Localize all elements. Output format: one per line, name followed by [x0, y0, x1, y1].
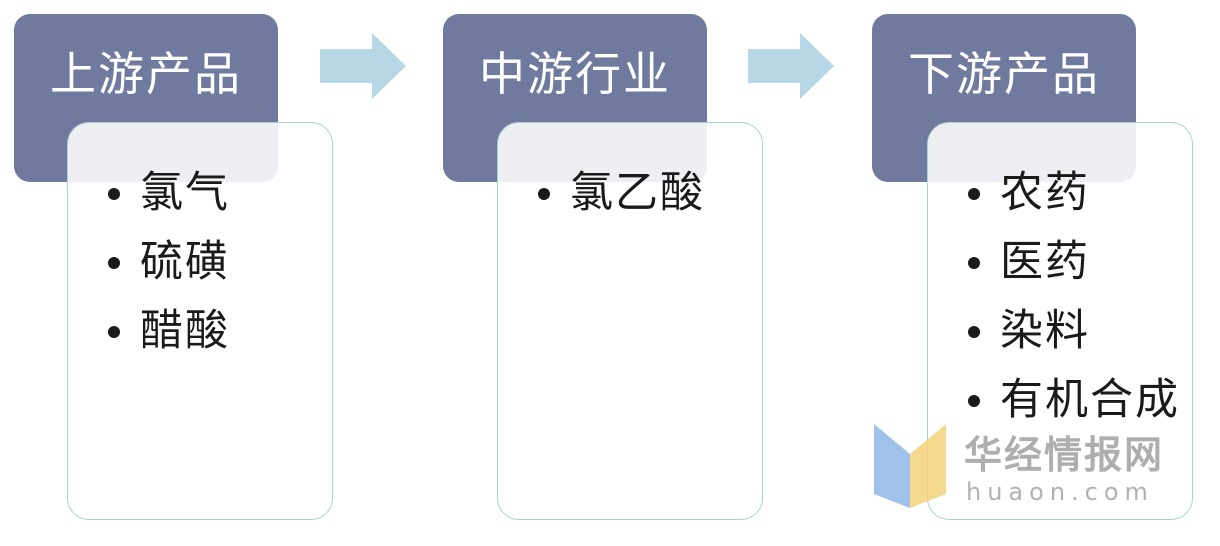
watermark-url: huaon.com — [966, 478, 1154, 506]
item-label: 农药 — [1000, 168, 1090, 218]
list-item: 硫磺 — [108, 228, 332, 297]
item-label: 氯气 — [140, 168, 230, 218]
list-upstream: 氯气 硫磺 醋酸 — [68, 123, 332, 366]
list-downstream: 农药 医药 染料 有机合成 — [928, 123, 1192, 435]
list-item: 氯气 — [108, 159, 332, 228]
list-item: 醋酸 — [108, 297, 332, 366]
list-item: 氯乙酸 — [538, 159, 762, 228]
card-upstream: 氯气 硫磺 醋酸 — [67, 122, 333, 520]
item-label: 醋酸 — [140, 306, 230, 356]
watermark-logo-icon — [874, 424, 946, 508]
item-label: 染料 — [1000, 306, 1090, 356]
list-item: 农药 — [968, 159, 1192, 228]
list-item: 医药 — [968, 228, 1192, 297]
bullet-icon — [968, 257, 980, 269]
bullet-icon — [108, 257, 120, 269]
bullet-icon — [538, 188, 550, 200]
arrow-right-icon — [320, 33, 406, 99]
watermark-name: 华经情报网 — [964, 433, 1165, 477]
item-label: 硫磺 — [140, 237, 230, 287]
card-midstream: 氯乙酸 — [497, 122, 763, 520]
item-label: 有机合成 — [1000, 375, 1180, 425]
list-item: 染料 — [968, 297, 1192, 366]
bullet-icon — [968, 326, 980, 338]
bullet-icon — [108, 326, 120, 338]
bullet-icon — [968, 188, 980, 200]
item-label: 医药 — [1000, 237, 1090, 287]
list-item: 有机合成 — [968, 366, 1192, 435]
list-midstream: 氯乙酸 — [498, 123, 762, 228]
item-label: 氯乙酸 — [570, 168, 705, 218]
bullet-icon — [968, 395, 980, 407]
bullet-icon — [108, 188, 120, 200]
arrow-right-icon — [748, 33, 834, 99]
card-downstream: 农药 医药 染料 有机合成 — [927, 122, 1193, 520]
watermark: 华经情报网 huaon.com — [874, 422, 1184, 512]
